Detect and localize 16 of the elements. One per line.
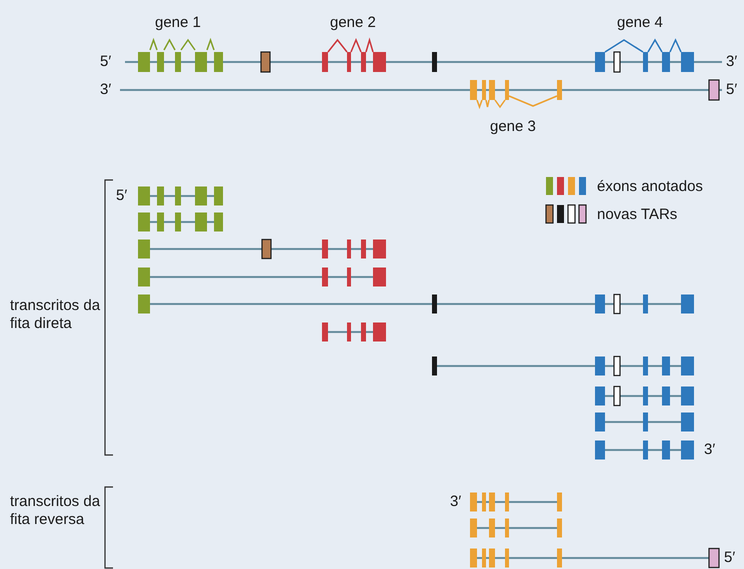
sequence-label: gene 1 (155, 14, 201, 32)
sequence-label: 3′ (726, 53, 738, 71)
sequence-label: 5′ (726, 81, 738, 99)
strand-label: transcritos da fita direta (10, 297, 102, 333)
sequence-label: 5′ (724, 549, 736, 567)
sequence-label: gene 2 (330, 14, 376, 32)
sequence-label: 3′ (100, 81, 112, 99)
legend-label: éxons anotados (597, 178, 703, 194)
sequence-label: 3′ (450, 493, 462, 511)
sequence-label: 5′ (116, 187, 128, 205)
strand-label: transcritos da fita reversa (10, 493, 102, 529)
legend-label: novas TARs (597, 206, 678, 222)
sequence-label: 5′ (100, 53, 112, 71)
sequence-label: gene 3 (490, 118, 536, 136)
sequence-label: 3′ (704, 441, 716, 459)
sequence-label: gene 4 (617, 14, 663, 32)
